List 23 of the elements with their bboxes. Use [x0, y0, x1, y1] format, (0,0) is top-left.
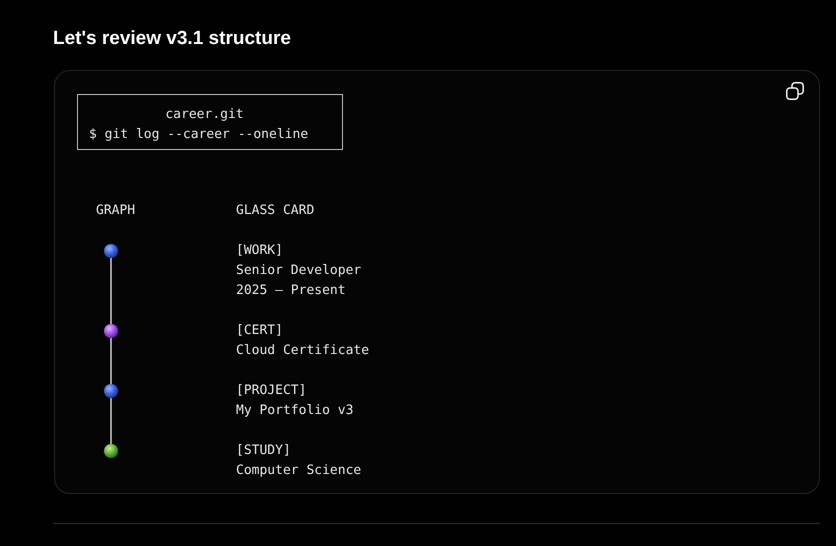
entry-title: My Portfolio v3	[236, 402, 354, 420]
command-text: $ git log --career --oneline	[89, 127, 308, 142]
commit-dot-icon	[104, 324, 118, 338]
entry-title: Cloud Certificate	[236, 342, 370, 360]
entry-title: Computer Science	[236, 462, 362, 480]
entry-date: 2025 – Present	[236, 282, 346, 300]
code-card	[54, 70, 820, 494]
commit-dot-icon	[104, 444, 118, 458]
terminal-title: career.git	[165, 107, 244, 122]
category-tag: [WORK]	[236, 241, 283, 261]
category-tag: [CERT]	[236, 321, 283, 341]
category-tag: [STUDY]	[236, 441, 291, 461]
column-heading: GRAPH	[96, 202, 136, 220]
graph-line	[110, 258, 112, 324]
commit-dot-icon	[104, 244, 118, 258]
page-title: Let's review v3.1 structure	[53, 27, 291, 51]
column-heading: GLASS CARD	[236, 202, 314, 220]
terminal-box	[77, 94, 343, 150]
category-tag: [PROJECT]	[236, 381, 306, 401]
commit-dot-icon	[104, 384, 118, 398]
graph-line	[110, 398, 112, 444]
graph-line	[110, 338, 112, 384]
entry-title: Senior Developer	[236, 262, 362, 280]
